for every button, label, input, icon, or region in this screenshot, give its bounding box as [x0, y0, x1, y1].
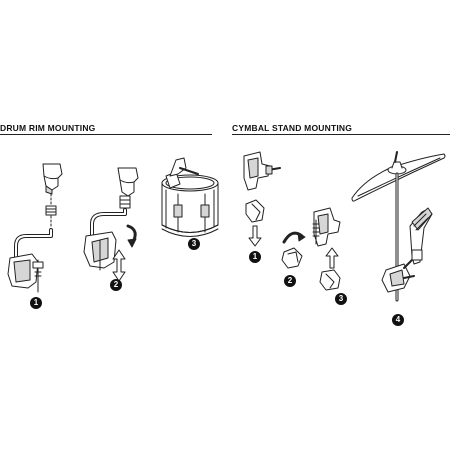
- drum-rim-step1-illustration: [7, 163, 63, 293]
- drum-rim-divider: [0, 134, 212, 135]
- drum-rim-step-1-badge: 1: [30, 297, 42, 309]
- drum-rim-step-3-badge: 3: [188, 238, 200, 250]
- cymbal-step-1-badge: 1: [249, 251, 261, 263]
- cymbal-stand-divider: [232, 134, 450, 135]
- cymbal-step-2-badge: 2: [284, 275, 296, 287]
- cymbal-step-4-badge: 4: [392, 314, 404, 326]
- cymbal-step-3-badge: 3: [335, 293, 347, 305]
- cymbal-step4-illustration: [351, 151, 446, 302]
- drum-rim-step-2-badge: 2: [110, 279, 122, 291]
- drum-rim-step2-illustration: [83, 167, 139, 282]
- cymbal-stand-mounting-title: CYMBAL STAND MOUNTING: [232, 123, 353, 133]
- cymbal-step2-illustration: [281, 231, 306, 269]
- drum-rim-mounting-title: DRUM RIM MOUNTING: [0, 123, 96, 133]
- drum-rim-step3-illustration: [161, 157, 219, 237]
- cymbal-step3-illustration: [312, 207, 341, 291]
- cymbal-step1-illustration: [243, 151, 281, 247]
